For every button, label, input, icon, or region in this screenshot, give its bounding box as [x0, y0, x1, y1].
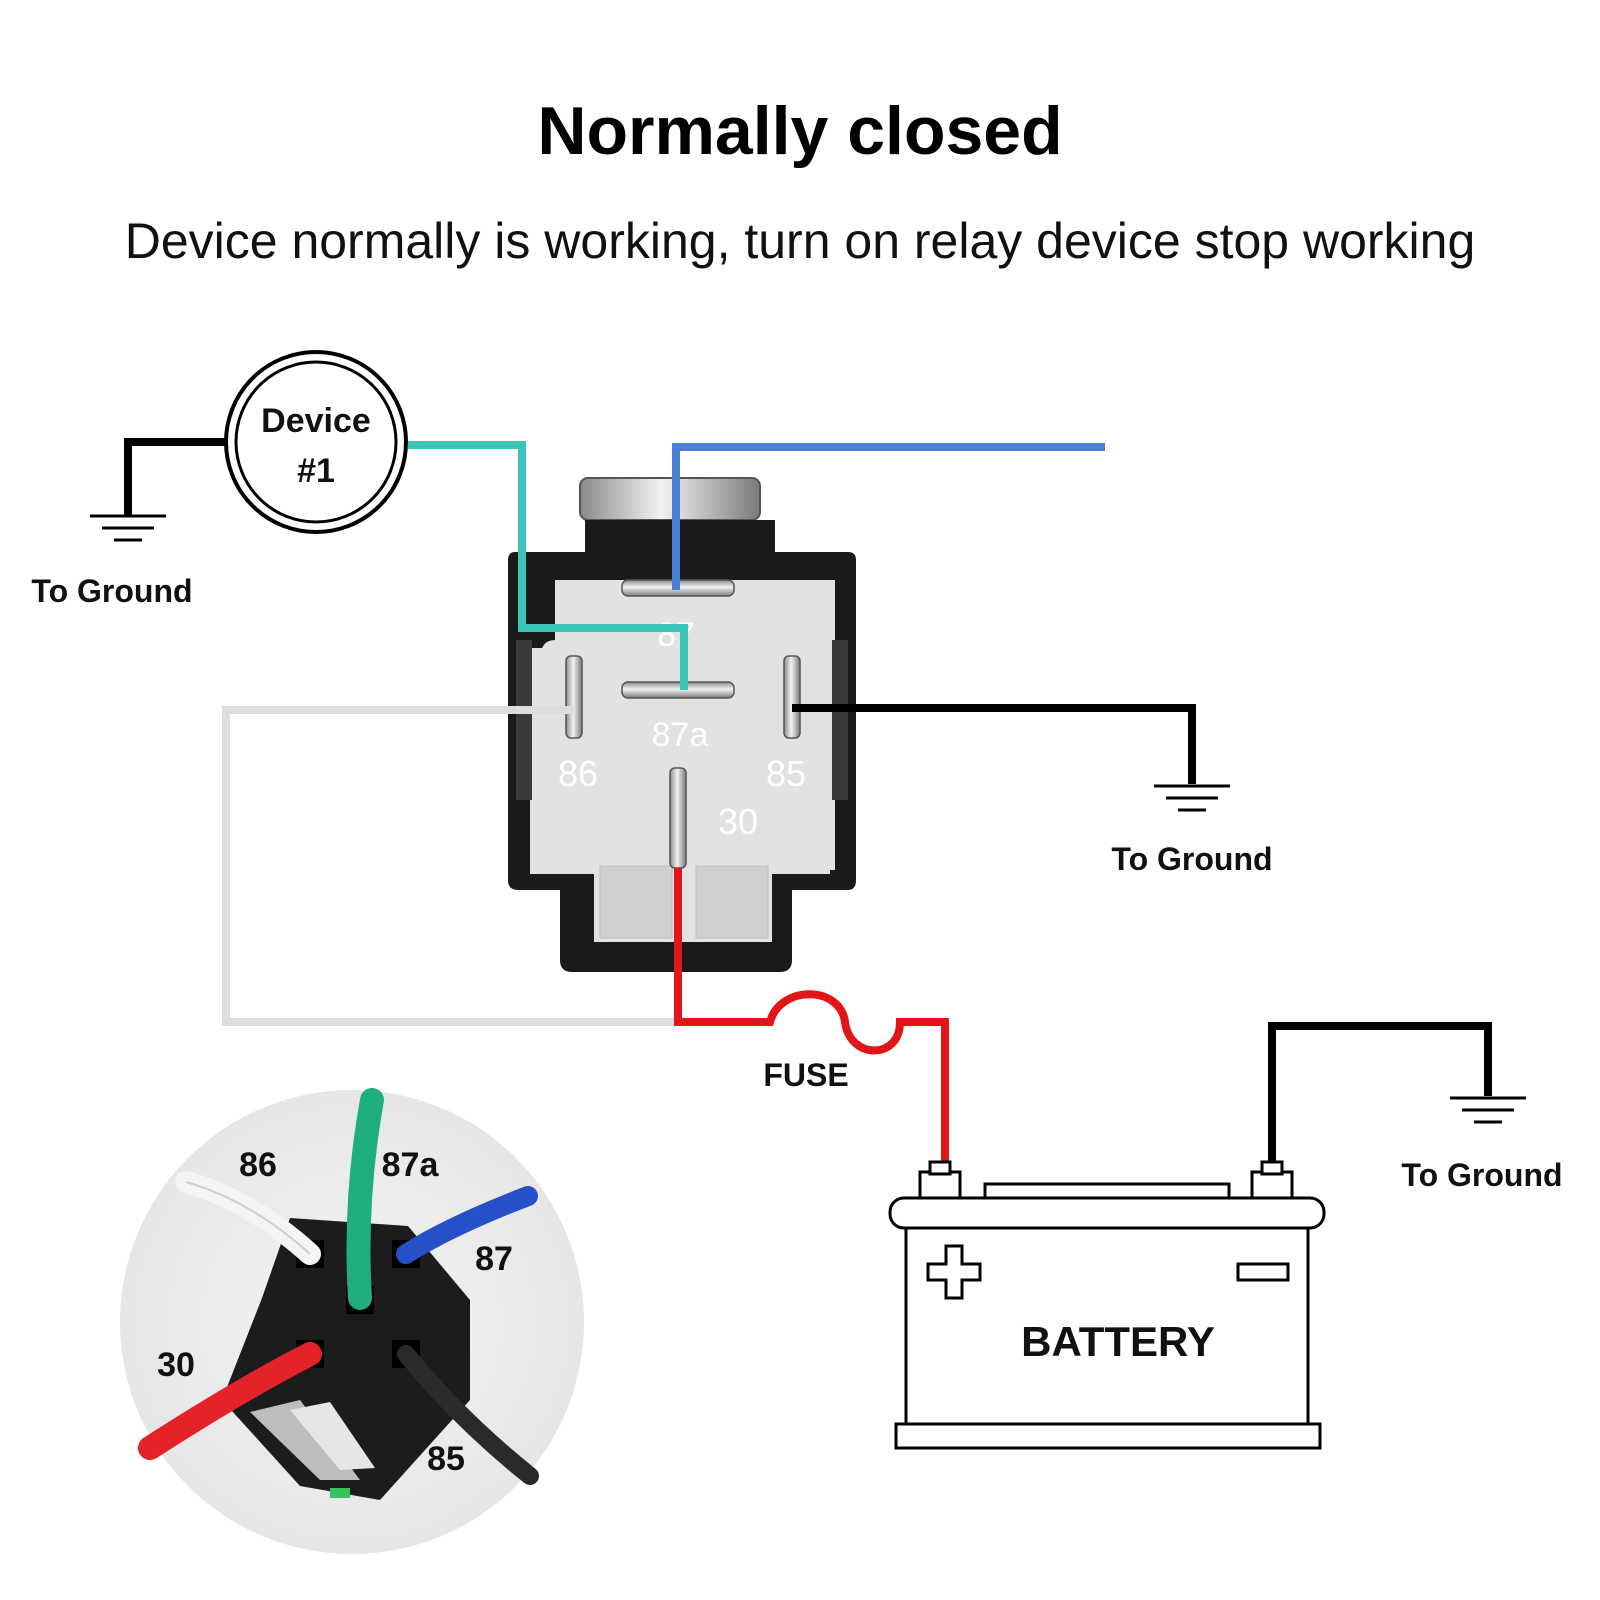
connector-label-30: 30	[157, 1346, 195, 1384]
connector-wire-30	[138, 1342, 322, 1460]
ground-label-left: To Ground	[31, 573, 192, 609]
battery-label: BATTERY	[1021, 1318, 1215, 1365]
battery-minus-icon	[1236, 1262, 1290, 1282]
relay-label-87: 87	[657, 616, 695, 654]
device: Device #1	[224, 350, 408, 534]
connector-wire-87	[396, 1186, 538, 1264]
device-label-line2: #1	[297, 452, 335, 490]
relay-pin-85-terminal	[783, 655, 801, 739]
ground-symbol-right	[1154, 784, 1230, 812]
fuse-label: FUSE	[763, 1057, 848, 1093]
wire-85	[792, 704, 1196, 784]
relay-socket-right	[695, 865, 769, 939]
wire-87	[672, 443, 1105, 590]
ground-symbol-left	[90, 514, 166, 542]
device-label-line1: Device	[261, 402, 371, 440]
wire-30	[674, 868, 949, 1170]
wire-battery-negative	[1268, 1022, 1492, 1170]
connector-wire-87a	[346, 1088, 384, 1310]
battery-negative-terminal	[1250, 1170, 1294, 1200]
relay-pin-30-terminal	[669, 767, 687, 869]
ground-symbol-battery	[1450, 1096, 1526, 1124]
connector-inset: 86 87a 87 30 85	[120, 1088, 584, 1554]
relay-label-30: 30	[718, 801, 758, 842]
connector-label-87a: 87a	[382, 1146, 440, 1184]
connector-label-86: 86	[239, 1146, 277, 1184]
ground-label-relay: To Ground	[1111, 841, 1272, 877]
relay-mounting-clip	[579, 477, 761, 521]
relay-socket-left	[599, 865, 673, 939]
wire-86	[222, 706, 676, 1026]
page-title: Normally closed	[537, 93, 1063, 169]
relay-pin-87a-terminal	[621, 681, 735, 699]
wire-device-ground	[124, 438, 226, 515]
connector-wire-85	[397, 1345, 539, 1485]
connector-label-87: 87	[475, 1240, 513, 1278]
connector-label-85: 85	[427, 1440, 465, 1478]
battery-positive-terminal	[918, 1170, 962, 1200]
relay-label-87a: 87a	[652, 716, 709, 754]
wire-87a	[408, 441, 688, 690]
battery	[888, 1160, 1326, 1450]
page-subtitle: Device normally is working, turn on rela…	[124, 213, 1476, 269]
relay-label-86: 86	[558, 753, 598, 794]
relay-pin-86-terminal	[565, 655, 583, 739]
ground-label-battery: To Ground	[1401, 1157, 1562, 1193]
battery-plus-icon	[926, 1244, 982, 1300]
relay-label-85: 85	[766, 753, 806, 794]
